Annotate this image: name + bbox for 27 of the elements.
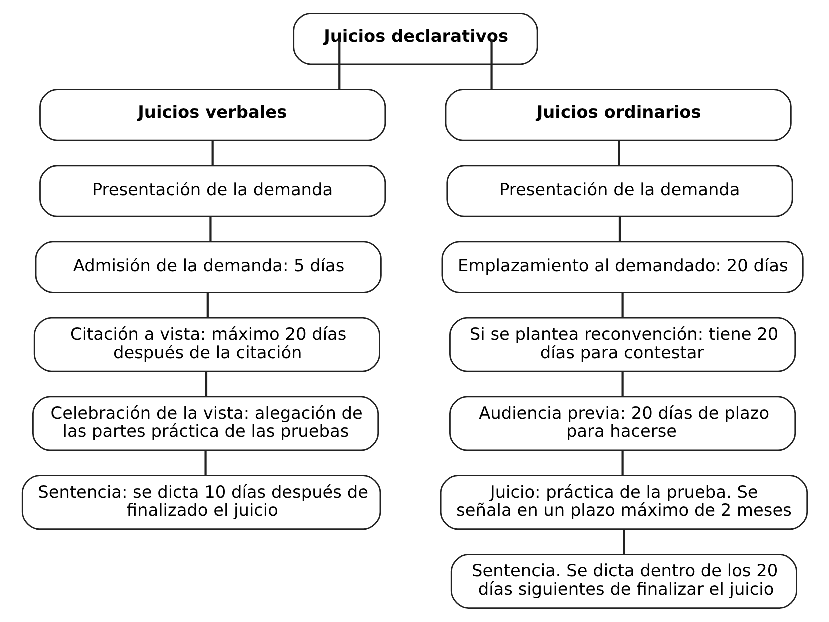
node-box: Presentación de la demanda xyxy=(446,165,793,218)
node-box: Juicios ordinarios xyxy=(444,89,792,142)
connector xyxy=(618,140,620,166)
connector xyxy=(204,450,206,476)
connector xyxy=(209,217,212,242)
connector xyxy=(338,39,340,90)
node-box: Sentencia. Se dicta dentro de los 20 días siguientes de finalizar el juicio xyxy=(450,554,797,609)
node-box: Si se plantea reconvención: tiene 20 días para contestar xyxy=(449,317,796,372)
connector xyxy=(622,530,625,555)
node-box: Presentación de la demanda xyxy=(39,165,386,218)
node-box: Juicios verbales xyxy=(39,89,386,142)
connector xyxy=(490,39,492,90)
connector xyxy=(206,292,208,318)
node-box: Admisión de la demanda: 5 días xyxy=(34,241,382,294)
connector xyxy=(621,450,624,476)
node-box: Emplazamiento al demandado: 20 días xyxy=(441,241,804,294)
node-box: Juicio: práctica de la prueba. Se señala en un plazo máximo de 2 meses xyxy=(440,475,808,530)
node-box: Celebración de la vista: alegación de las partes práctica de las pruebas xyxy=(32,396,379,452)
connector xyxy=(618,217,621,242)
node-box: Audiencia previa: 20 días de plazo para hacerse xyxy=(449,396,796,452)
node-box: Citación a vista: máximo 20 días después de la citación xyxy=(33,317,380,372)
node-box: Juicios declarativos xyxy=(292,13,538,66)
node-box: Sentencia: se dicta 10 días después de finalizado el juicio xyxy=(21,475,381,530)
connector xyxy=(621,372,624,397)
connector xyxy=(211,140,214,166)
connector xyxy=(621,292,624,318)
connector xyxy=(204,372,208,397)
